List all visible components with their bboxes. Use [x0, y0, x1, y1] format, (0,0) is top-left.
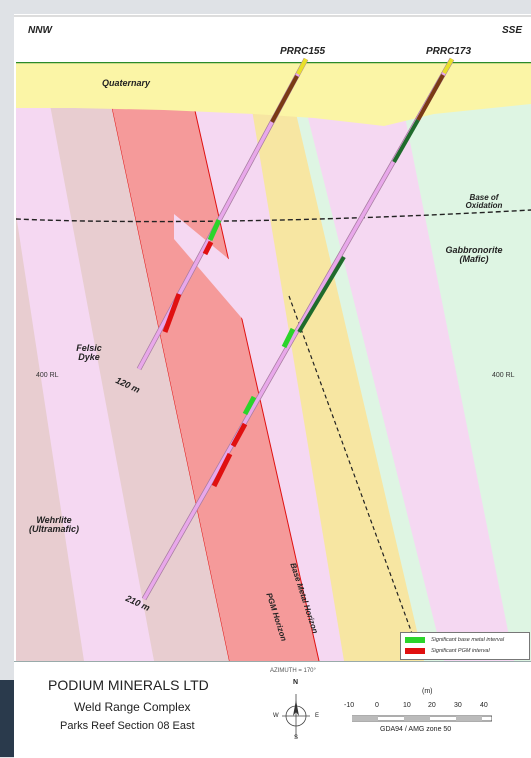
project-name: Weld Range Complex	[74, 700, 191, 714]
scale-tick-0: 0	[375, 702, 379, 709]
north-arrow-icon	[282, 694, 310, 738]
legend-label-base-metal: Significant base metal interval	[431, 637, 505, 643]
rl-label-left: 400 RL	[36, 372, 59, 379]
legend-swatch-pgm	[405, 648, 425, 654]
company-name: PODIUM MINERALS LTD	[48, 677, 209, 693]
quaternary-label: Quaternary	[102, 78, 151, 88]
quaternary-unit	[16, 62, 531, 126]
datum-label: GDA94 / AMG zone 50	[380, 726, 452, 733]
section-name: Parks Reef Section 08 East	[60, 720, 195, 732]
scale-tick-30: 30	[454, 702, 462, 709]
hole-name-prrc173: PRRC173	[426, 46, 472, 57]
felsic-dyke-wedge	[174, 214, 264, 344]
pgm-band	[102, 62, 319, 661]
wehrlite-unit	[16, 214, 84, 661]
drillhole-prrc155	[136, 57, 309, 371]
rl-label-right: 400 RL	[492, 372, 515, 379]
scale-tick-10: 10	[403, 702, 411, 709]
compass-e: E	[315, 713, 320, 719]
compass-n: N	[293, 679, 299, 686]
scale-tick-20: 20	[428, 702, 436, 709]
cross-section-figure: NNW SSE PRRC155 PRRC173 Quaternary Base …	[14, 14, 531, 758]
azimuth-label: AZIMUTH = 170°	[270, 668, 316, 674]
direction-right-label: SSE	[502, 25, 523, 36]
hole-name-prrc155: PRRC155	[280, 46, 326, 57]
cross-section-drawing	[14, 14, 531, 661]
scale-unit: (m)	[422, 688, 433, 695]
compass-s: S	[294, 735, 299, 741]
legend: Significant base metal interval Signific…	[400, 632, 530, 660]
scale-tick--10: -10	[344, 702, 355, 709]
background-corner	[0, 680, 14, 757]
legend-swatch-base-metal	[405, 637, 425, 643]
gabbronorite-label: Gabbronorite (Mafic)	[445, 245, 503, 264]
direction-left-label: NNW	[28, 25, 52, 36]
base-of-oxidation-label: Base of Oxidation	[465, 193, 503, 210]
felsic-band-east	[294, 62, 514, 661]
scale-bar	[352, 715, 492, 722]
title-block: PODIUM MINERALS LTD Weld Range Complex P…	[14, 661, 531, 758]
scale-tick-40: 40	[480, 702, 488, 709]
compass-w: W	[273, 713, 279, 719]
legend-label-pgm: Significant PGM interval	[431, 648, 490, 654]
base-metal-band	[234, 62, 424, 661]
base-of-oxidation-line	[16, 209, 531, 223]
felsic-dyke-label: Felsic Dyke	[76, 343, 102, 362]
wehrlite-label: Wehrlite (Ultramafic)	[28, 515, 79, 534]
drillhole-prrc173	[141, 57, 455, 601]
